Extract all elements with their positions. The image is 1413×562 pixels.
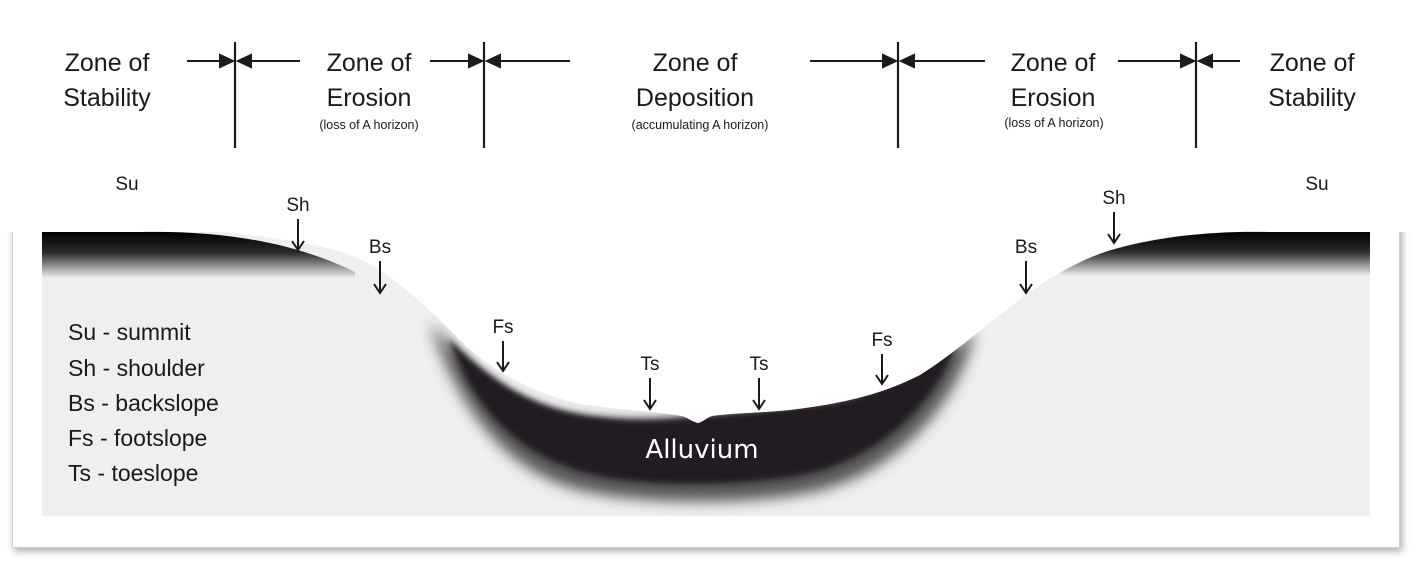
legend-item: Bs - backslope (68, 390, 219, 416)
legend-item: Fs - footslope (68, 425, 207, 451)
zone-title: Erosion (1011, 84, 1096, 112)
zone-erosion-left: Zone of Erosion (loss of A horizon) (319, 49, 418, 132)
topsoil-right (1060, 231, 1370, 276)
position-label: Ts (750, 354, 769, 375)
position-label: Bs (369, 237, 391, 258)
zone-title: Erosion (327, 84, 412, 112)
zone-stability-left: Zone of Stability (63, 49, 151, 112)
shoulder-marker-left: Sh (286, 195, 310, 252)
zone-subtitle: (accumulating A horizon) (632, 118, 769, 132)
shoulder-marker-right: Sh (1102, 188, 1126, 245)
zone-title: Stability (1268, 84, 1356, 112)
position-label: Bs (1015, 237, 1037, 258)
zone-stability-right: Zone of Stability (1268, 49, 1356, 112)
zone-arrows (187, 53, 1240, 69)
position-label: Sh (286, 195, 309, 216)
footslope-marker-right: Fs (871, 330, 893, 386)
zone-title: Stability (63, 84, 151, 112)
toeslope-marker-left: Ts (641, 354, 660, 411)
backslope-marker-right: Bs (1015, 237, 1037, 295)
zone-title: Zone of (327, 49, 412, 77)
zone-title: Deposition (636, 84, 754, 112)
position-label: Ts (641, 354, 660, 375)
zone-title: Zone of (65, 49, 150, 77)
zone-title: Zone of (653, 49, 738, 77)
summit-label-left: Su (115, 174, 138, 195)
backslope-marker-left: Bs (369, 237, 391, 295)
zone-subtitle: (loss of A horizon) (319, 118, 418, 132)
zone-deposition: Zone of Deposition (accumulating A horiz… (632, 49, 769, 132)
land-surface (0, 0, 1413, 423)
alluvium-label: Alluvium (645, 435, 758, 465)
position-label: Fs (871, 330, 892, 351)
legend-item: Su - summit (68, 319, 191, 345)
position-label: Sh (1102, 188, 1125, 209)
valley-soil (448, 338, 958, 484)
legend-item: Sh - shoulder (68, 355, 205, 381)
zone-title: Zone of (1011, 49, 1096, 77)
legend-item: Ts - toeslope (68, 460, 198, 486)
footslope-marker-left: Fs (492, 317, 514, 373)
zone-erosion-right: Zone of Erosion (loss of A horizon) (1004, 49, 1103, 130)
summit-label-right: Su (1305, 174, 1328, 195)
topsoil-left (42, 231, 355, 278)
position-label: Fs (492, 317, 513, 338)
toeslope-marker-right: Ts (750, 354, 769, 411)
legend: Su - summit Sh - shoulder Bs - backslope… (68, 319, 219, 486)
zone-subtitle: (loss of A horizon) (1004, 116, 1103, 130)
zone-title: Zone of (1270, 49, 1355, 77)
